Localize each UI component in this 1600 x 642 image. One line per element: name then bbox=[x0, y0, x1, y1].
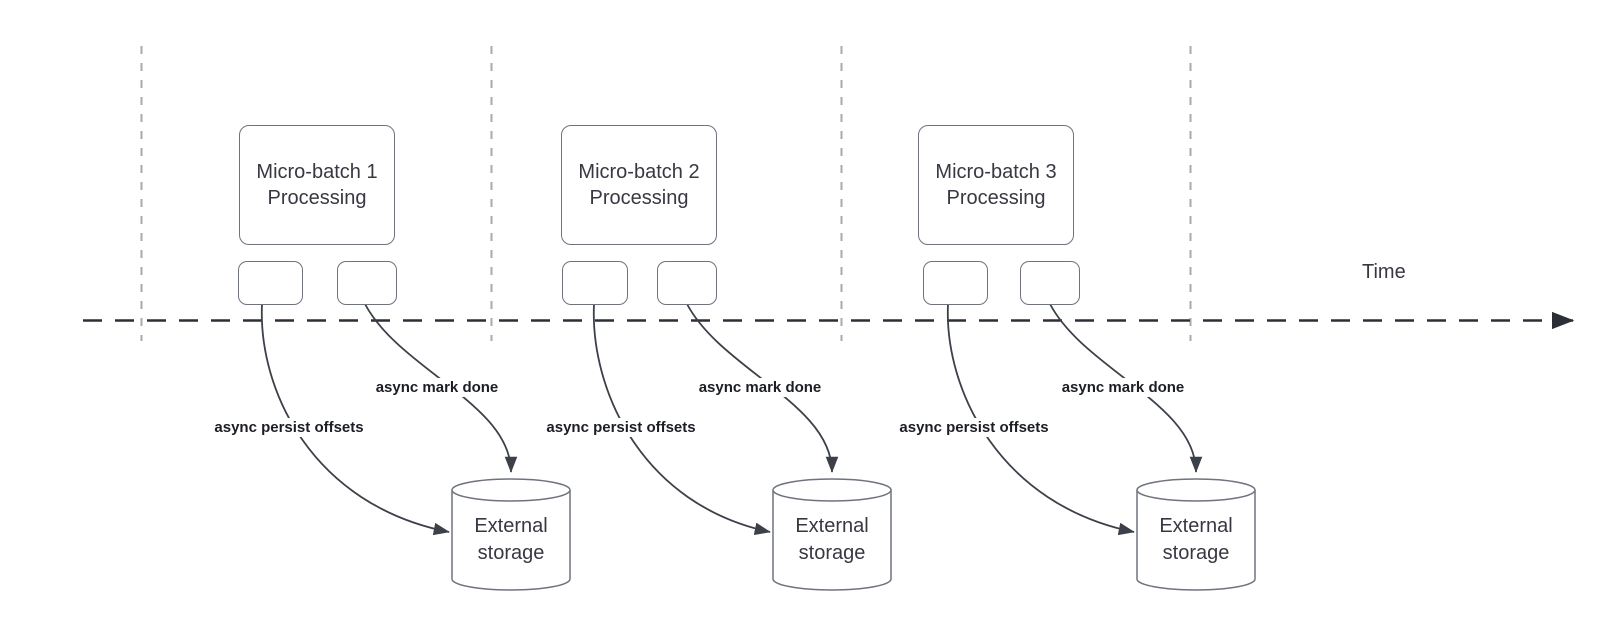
micro-batch-2-processing-box: Micro-batch 2 Processing bbox=[561, 125, 717, 245]
micro-batch-3-task-box-a bbox=[923, 261, 988, 305]
async-persist-offsets-arrow-2 bbox=[592, 303, 771, 535]
async-persist-offsets-label-3: async persist offsets bbox=[895, 418, 1053, 437]
storage-line2: storage bbox=[1162, 542, 1230, 564]
async-persist-offsets-arrow-1 bbox=[260, 303, 450, 536]
micro-batch-2-task-box-a bbox=[562, 261, 628, 305]
micro-batch-2-task-box-b bbox=[657, 261, 717, 305]
async-persist-offsets-label-1: async persist offsets bbox=[210, 418, 368, 437]
time-interval-guide-lines bbox=[140, 46, 1192, 341]
box-title-line2: Processing bbox=[267, 187, 367, 209]
box-title-line1: Micro-batch 1 bbox=[256, 161, 378, 183]
async-mark-done-label-3: async mark done bbox=[1057, 378, 1189, 397]
async-mark-done-label-1: async mark done bbox=[371, 378, 503, 397]
box-title-line2: Processing bbox=[589, 187, 689, 209]
external-storage-label-2: External storage bbox=[773, 503, 891, 577]
storage-line2: storage bbox=[477, 542, 545, 564]
async-persist-offsets-label-2: async persist offsets bbox=[542, 418, 700, 437]
external-storage-label-3: External storage bbox=[1137, 503, 1255, 577]
box-title-line1: Micro-batch 2 bbox=[578, 161, 700, 183]
box-title-line2: Processing bbox=[946, 187, 1046, 209]
storage-line1: External bbox=[795, 515, 869, 537]
external-storage-cylinder-3 bbox=[1136, 478, 1256, 591]
micro-batch-1-task-box-b bbox=[337, 261, 397, 305]
micro-batch-1-processing-box: Micro-batch 1 Processing bbox=[239, 125, 395, 245]
external-storage-label-1: External storage bbox=[452, 503, 570, 577]
async-mark-done-label-2: async mark done bbox=[694, 378, 826, 397]
storage-line2: storage bbox=[798, 542, 866, 564]
micro-batch-3-processing-box: Micro-batch 3 Processing bbox=[918, 125, 1074, 245]
storage-line1: External bbox=[474, 515, 548, 537]
micro-batch-1-task-box-a bbox=[238, 261, 303, 305]
external-storage-cylinder-2 bbox=[772, 478, 892, 591]
box-title-line1: Micro-batch 3 bbox=[935, 161, 1057, 183]
micro-batch-3-task-box-b bbox=[1020, 261, 1080, 305]
time-axis-label: Time bbox=[1362, 261, 1406, 283]
async-persist-offsets-arrow-3 bbox=[946, 303, 1135, 536]
storage-line1: External bbox=[1159, 515, 1233, 537]
external-storage-cylinder-1 bbox=[451, 478, 571, 591]
